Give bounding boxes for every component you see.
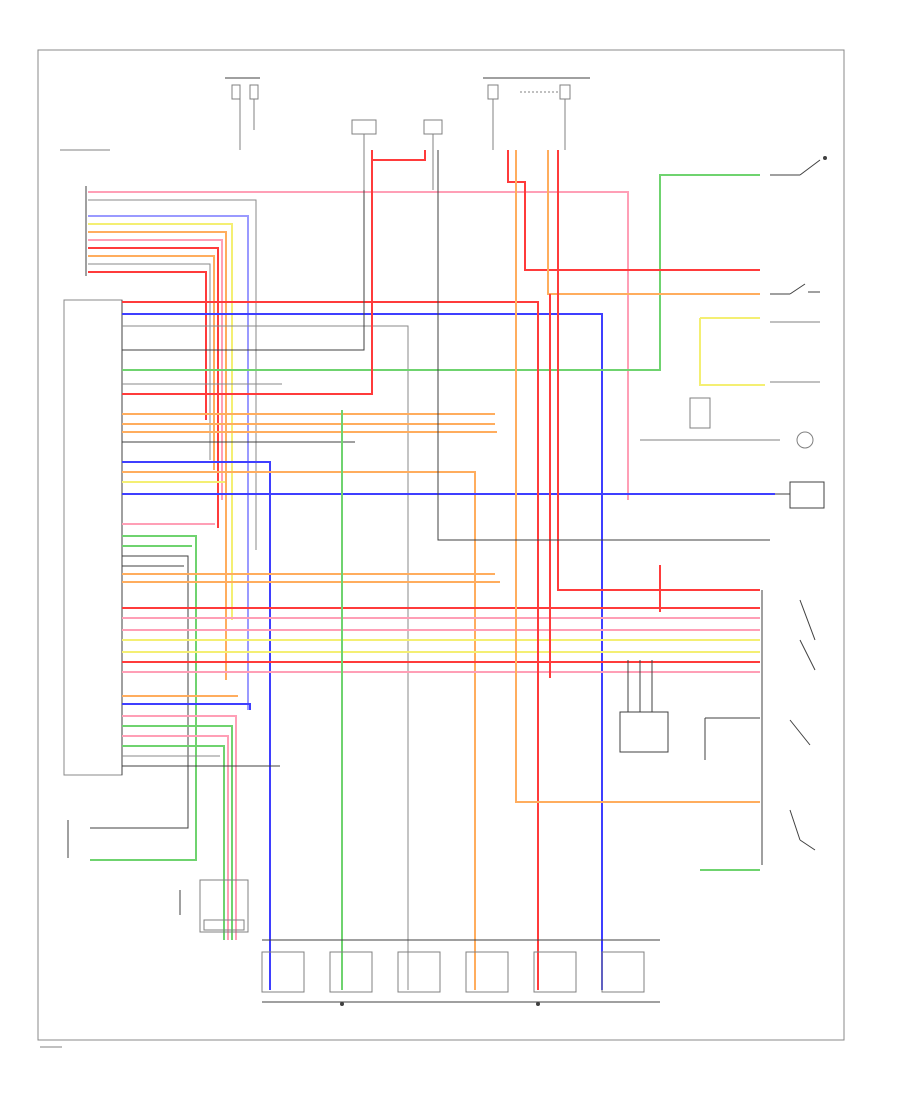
right-switch-lockup [770,283,820,295]
speed-sensor [619,660,669,753]
bottom-left-switch [67,820,181,915]
control-module [63,299,123,776]
right-switch-top [770,156,827,176]
top-junction-connectors [351,119,443,190]
diagram-frame [37,49,845,1041]
range-switch [761,590,816,865]
bottom-left-connector [199,879,249,933]
right-pressure-sensor [775,481,825,509]
top-fuse-group [225,77,260,150]
right-overdrive-switch [770,321,820,383]
right-fuse-block [640,397,814,449]
lower-coil [789,809,816,851]
harness-wires [88,150,775,990]
vehicle-speed-sensor [704,717,811,760]
top-relay-group [483,77,590,150]
solenoid-bank [261,939,660,1006]
left-upper-connector [60,149,110,276]
